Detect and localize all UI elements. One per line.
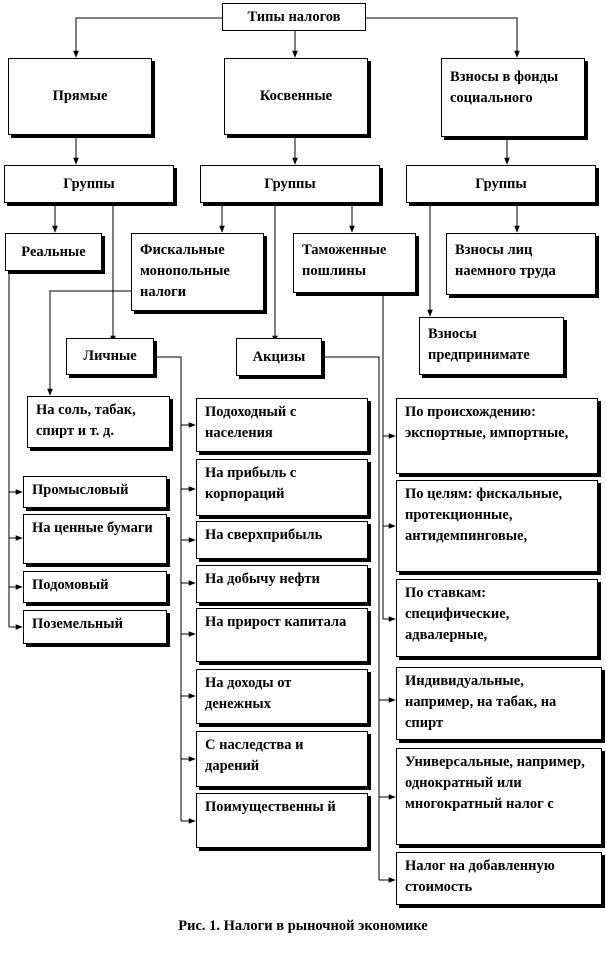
personal-item: На сверхприбыль: [196, 521, 368, 559]
branch-direct: Прямые: [8, 58, 152, 135]
groups-indirect: Группы: [200, 165, 380, 203]
direct-real: Реальные: [5, 233, 102, 271]
figure-caption: Рис. 1. Налоги в рыночной экономике: [178, 918, 428, 934]
groups-direct: Группы: [4, 165, 174, 203]
social-employees: Взносы лиц наемного труда: [446, 233, 596, 295]
root-node: Типы налогов: [222, 3, 366, 31]
real-item: Подомовый: [23, 571, 167, 603]
indirect-fiscal-monopoly: Фискальные монопольные налоги: [131, 233, 264, 311]
excise-item: Индивидуальные, например, на табак, на с…: [396, 667, 602, 740]
customs-item: По целям: фискальные, протекционные, ант…: [396, 480, 598, 572]
fiscal-monopoly-item: На соль, табак, спирт и т. д.: [27, 396, 170, 448]
personal-item: С наследства и дарений: [196, 731, 368, 787]
personal-item: На добычу нефти: [196, 565, 368, 603]
real-item: На ценные бумаги: [23, 514, 167, 564]
personal-item: На прибыль с корпораций: [196, 459, 368, 516]
social-entrepreneurs: Взносы предпринимате: [419, 317, 564, 375]
excise-item: Налог на добавленную стоимость: [396, 852, 602, 905]
real-item: Промысловый: [23, 476, 167, 508]
real-item: Поземельный: [23, 610, 167, 644]
personal-item: На прирост капитала: [196, 608, 368, 662]
branch-indirect: Косвенные: [224, 58, 368, 135]
direct-personal: Личные: [66, 338, 154, 375]
customs-item: По ставкам: специфические, адвалерные,: [396, 579, 598, 657]
branch-social: Взносы в фонды социального: [441, 58, 585, 137]
groups-social: Группы: [406, 165, 596, 203]
personal-item: На доходы от денежных: [196, 669, 368, 724]
personal-item: Поимущественны й: [196, 793, 368, 848]
indirect-customs: Таможенные пошлины: [293, 233, 416, 293]
indirect-excise: Акцизы: [236, 338, 322, 376]
customs-item: По происхождению: экспортные, импортные,: [396, 398, 598, 474]
excise-item: Универсальные, например, однократный или…: [396, 748, 602, 845]
personal-item: Подоходный с населения: [196, 398, 368, 452]
